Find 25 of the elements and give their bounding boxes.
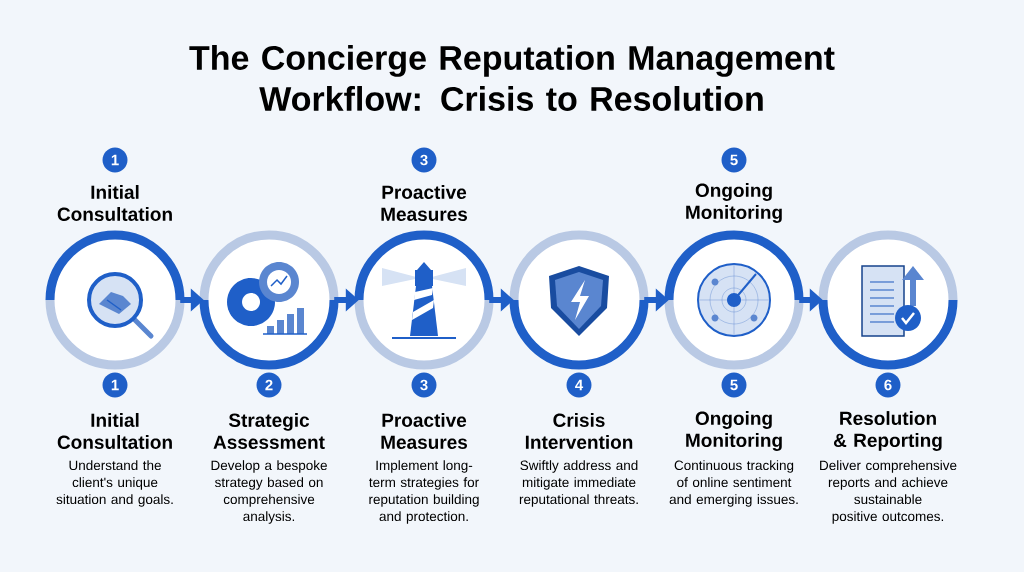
- step-heading: Strategic Assessment: [213, 413, 325, 449]
- step-heading: Resolution & Reporting: [833, 411, 942, 451]
- number-badge: 6: [875, 372, 901, 398]
- step-heading: Crisis Intervention: [525, 413, 633, 449]
- number-badge: 1: [102, 147, 128, 173]
- step-heading: Ongoing Monitoring: [686, 183, 782, 223]
- step-heading: Proactive Measures: [381, 185, 468, 221]
- number-badge: 3: [411, 147, 437, 173]
- number-badge: 1: [102, 372, 128, 398]
- number-badge: 5: [721, 372, 747, 398]
- step-heading: Proactive Measures: [381, 413, 468, 449]
- step-heading: Ongoing Monitoring: [686, 411, 782, 451]
- step-description: Deliver comprehensive reports and achieve sustainable positive outcomes.: [820, 460, 957, 524]
- number-badge: 2: [256, 372, 282, 398]
- number-badge: 5: [721, 147, 747, 173]
- step-description: Continuous tracking of online sentiment and emerging issues.: [669, 460, 798, 507]
- step-heading: Initial Consultation: [57, 185, 172, 221]
- step-description: Implement long-term strategies for reputation building and protection.: [369, 460, 479, 524]
- step-description: Understand the client's unique situation and goals.: [56, 460, 173, 507]
- number-badge: 4: [566, 372, 592, 398]
- step-heading: Initial Consultation: [57, 413, 172, 449]
- title: The Concierge Reputation Management Workflow: Crisis to Resolution: [189, 45, 835, 111]
- step-description: Develop a bespoke strategy based on comprehensive analysis.: [211, 460, 327, 524]
- number-badge: 3: [411, 372, 437, 398]
- step-description: Swiftly address and mitigate immediate reputational threats.: [519, 460, 638, 507]
